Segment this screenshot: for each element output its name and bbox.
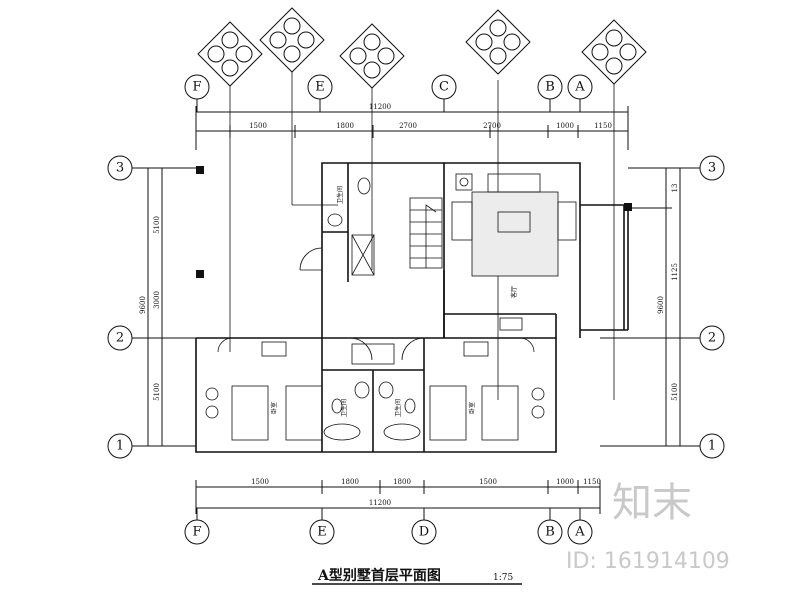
- dim-right-seg-3: 5100: [671, 383, 679, 401]
- room-label-bed-right: 卧室: [468, 402, 476, 414]
- dim-top-seg-4: 2700: [483, 122, 501, 130]
- drawing-title: A型别墅首层平面图: [317, 567, 441, 584]
- watermark-logo: 知末: [612, 480, 692, 526]
- doors: [217, 247, 535, 361]
- room-label-living: 客厅: [510, 286, 518, 298]
- dim-left-seg-1: 5100: [153, 216, 161, 234]
- axis-top-a: A: [574, 80, 585, 95]
- axis-bottom-a: A: [574, 525, 585, 540]
- axis-bottom-d: D: [419, 525, 429, 540]
- bathroom-fixtures: [323, 177, 421, 441]
- top-dimension-lines: [195, 106, 629, 150]
- watermark-id: ID: 161914109: [566, 549, 730, 574]
- drawing-title-block: A型别墅首层平面图 1:75: [317, 567, 513, 584]
- index-diamond-3: [339, 23, 405, 89]
- beds: [205, 341, 545, 441]
- index-diamond-4: [465, 9, 531, 75]
- axis-left-1: 1: [116, 439, 124, 454]
- dim-top-seg-6: 1150: [594, 122, 612, 130]
- dim-bottom-seg-1: 1500: [251, 478, 269, 486]
- drawing-scale: 1:75: [493, 573, 513, 583]
- dim-top-seg-1: 1500: [249, 122, 267, 130]
- axis-right-1: 1: [708, 439, 716, 454]
- dim-right-seg-1: 13: [671, 184, 679, 193]
- axis-bottom-e: E: [317, 525, 327, 540]
- dim-bottom-total: 11200: [369, 499, 391, 507]
- dim-left-seg-2: 3000: [153, 291, 161, 309]
- dim-top-seg-2: 1800: [336, 122, 354, 130]
- room-label-wc-right: 卫生间: [394, 399, 402, 417]
- column-markers: [196, 166, 632, 278]
- dim-top-seg-5: 1000: [556, 122, 574, 130]
- axis-labels: F E C B A F E D B A 3 2 1 3 2 1: [116, 80, 716, 540]
- axis-right-3: 3: [708, 161, 716, 176]
- index-diamond-1: [197, 21, 263, 87]
- dimension-texts: 11200 1500 1800 2700 2700 1000 1150 1120…: [139, 103, 679, 507]
- watermark: 知末 ID: 161914109: [566, 480, 730, 574]
- living-room-furniture: [451, 173, 577, 331]
- dim-bottom-seg-6: 1150: [583, 478, 601, 486]
- staircase: [409, 197, 443, 269]
- axis-bottom-f: F: [192, 525, 201, 540]
- axis-top-f: F: [192, 80, 201, 95]
- dim-bottom-seg-2: 1800: [341, 478, 359, 486]
- dim-bottom-seg-5: 1000: [556, 478, 574, 486]
- room-labels: 卫生间 客厅 卫生间 卫生间 卧室 卧室: [270, 186, 518, 417]
- axis-top-b: B: [545, 80, 555, 95]
- dim-top-seg-3: 2700: [399, 122, 417, 130]
- dim-left-seg-3: 5100: [153, 383, 161, 401]
- axis-bottom-b: B: [545, 525, 555, 540]
- dim-left-total: 9600: [139, 296, 147, 314]
- dim-right-total: 9600: [657, 296, 665, 314]
- room-label-wc-upper: 卫生间: [336, 186, 344, 204]
- dim-bottom-seg-4: 1500: [479, 478, 497, 486]
- axis-top-c: C: [439, 80, 449, 95]
- axis-left-2: 2: [116, 331, 124, 346]
- index-diamond-5: [581, 19, 647, 85]
- bottom-dimension-lines: [195, 480, 601, 514]
- dim-top-total: 11200: [369, 103, 391, 111]
- index-diamond-2: [259, 7, 325, 73]
- room-label-bed-left: 卧室: [270, 402, 278, 414]
- room-label-wc-left: 卫生间: [340, 399, 348, 417]
- axis-right-2: 2: [708, 331, 716, 346]
- axis-bubbles: [107, 74, 725, 545]
- dim-bottom-seg-3: 1800: [393, 478, 411, 486]
- dim-right-seg-2: 1125: [671, 263, 679, 281]
- building-walls: [195, 162, 629, 453]
- axis-top-e: E: [315, 80, 325, 95]
- axis-left-3: 3: [116, 161, 124, 176]
